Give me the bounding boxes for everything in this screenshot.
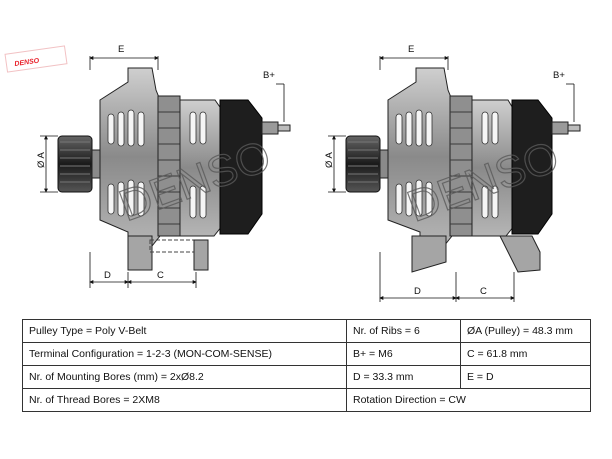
right-alternator-view <box>345 67 581 273</box>
spec-dim-e: E = D <box>460 365 591 389</box>
spec-pulley-diameter: ØA (Pulley) = 48.3 mm <box>460 319 591 343</box>
specs-table: Pulley Type = Poly V-Belt Nr. of Ribs = … <box>22 319 591 412</box>
left-alternator-view <box>57 67 291 271</box>
spec-rotation-direction: Rotation Direction = CW <box>346 388 591 412</box>
left-dim-e-label: E <box>118 44 124 55</box>
left-b-plus-terminal <box>261 121 279 135</box>
spec-terminal-configuration: Terminal Configuration = 1-2-3 (MON-COM-… <box>22 342 347 366</box>
table-row: Pulley Type = Poly V-Belt Nr. of Ribs = … <box>22 319 591 343</box>
spec-dim-d: D = 33.3 mm <box>346 365 461 389</box>
right-dim-e-label: E <box>408 44 414 55</box>
right-dim-c-label: C <box>480 286 487 297</box>
right-rear-cover <box>511 99 553 235</box>
left-dim-d-label: D <box>104 270 111 281</box>
right-dim-d-label: D <box>414 286 421 297</box>
left-dim-b-plus-label: B+ <box>263 70 275 81</box>
left-pulley <box>57 135 93 193</box>
left-dim-c-label: C <box>157 270 164 281</box>
denso-logo: DENSO <box>4 45 68 73</box>
right-b-plus-terminal <box>551 121 569 135</box>
alternator-drawing: DENSO <box>4 44 581 302</box>
spec-thread-bores: Nr. of Thread Bores = 2XM8 <box>22 388 347 412</box>
right-dim-a-label: Ø A <box>324 151 335 168</box>
table-row: Nr. of Mounting Bores (mm) = 2xØ8.2 D = … <box>22 365 591 389</box>
left-rear-cover <box>219 99 263 235</box>
table-row: Terminal Configuration = 1-2-3 (MON-COM-… <box>22 342 591 366</box>
spec-nr-of-ribs: Nr. of Ribs = 6 <box>346 319 461 343</box>
left-dimensions <box>40 56 285 288</box>
spec-pulley-type: Pulley Type = Poly V-Belt <box>22 319 347 343</box>
spec-b-plus: B+ = M6 <box>346 342 461 366</box>
right-dimensions <box>328 56 575 302</box>
table-row: Nr. of Thread Bores = 2XM8 Rotation Dire… <box>22 388 591 412</box>
right-dim-b-plus-label: B+ <box>553 70 565 81</box>
left-dim-a-label: Ø A <box>36 151 47 168</box>
right-pulley <box>345 135 381 193</box>
spec-dim-c: C = 61.8 mm <box>460 342 591 366</box>
spec-mounting-bores: Nr. of Mounting Bores (mm) = 2xØ8.2 <box>22 365 347 389</box>
brand-logo-text: DENSO <box>14 58 40 68</box>
